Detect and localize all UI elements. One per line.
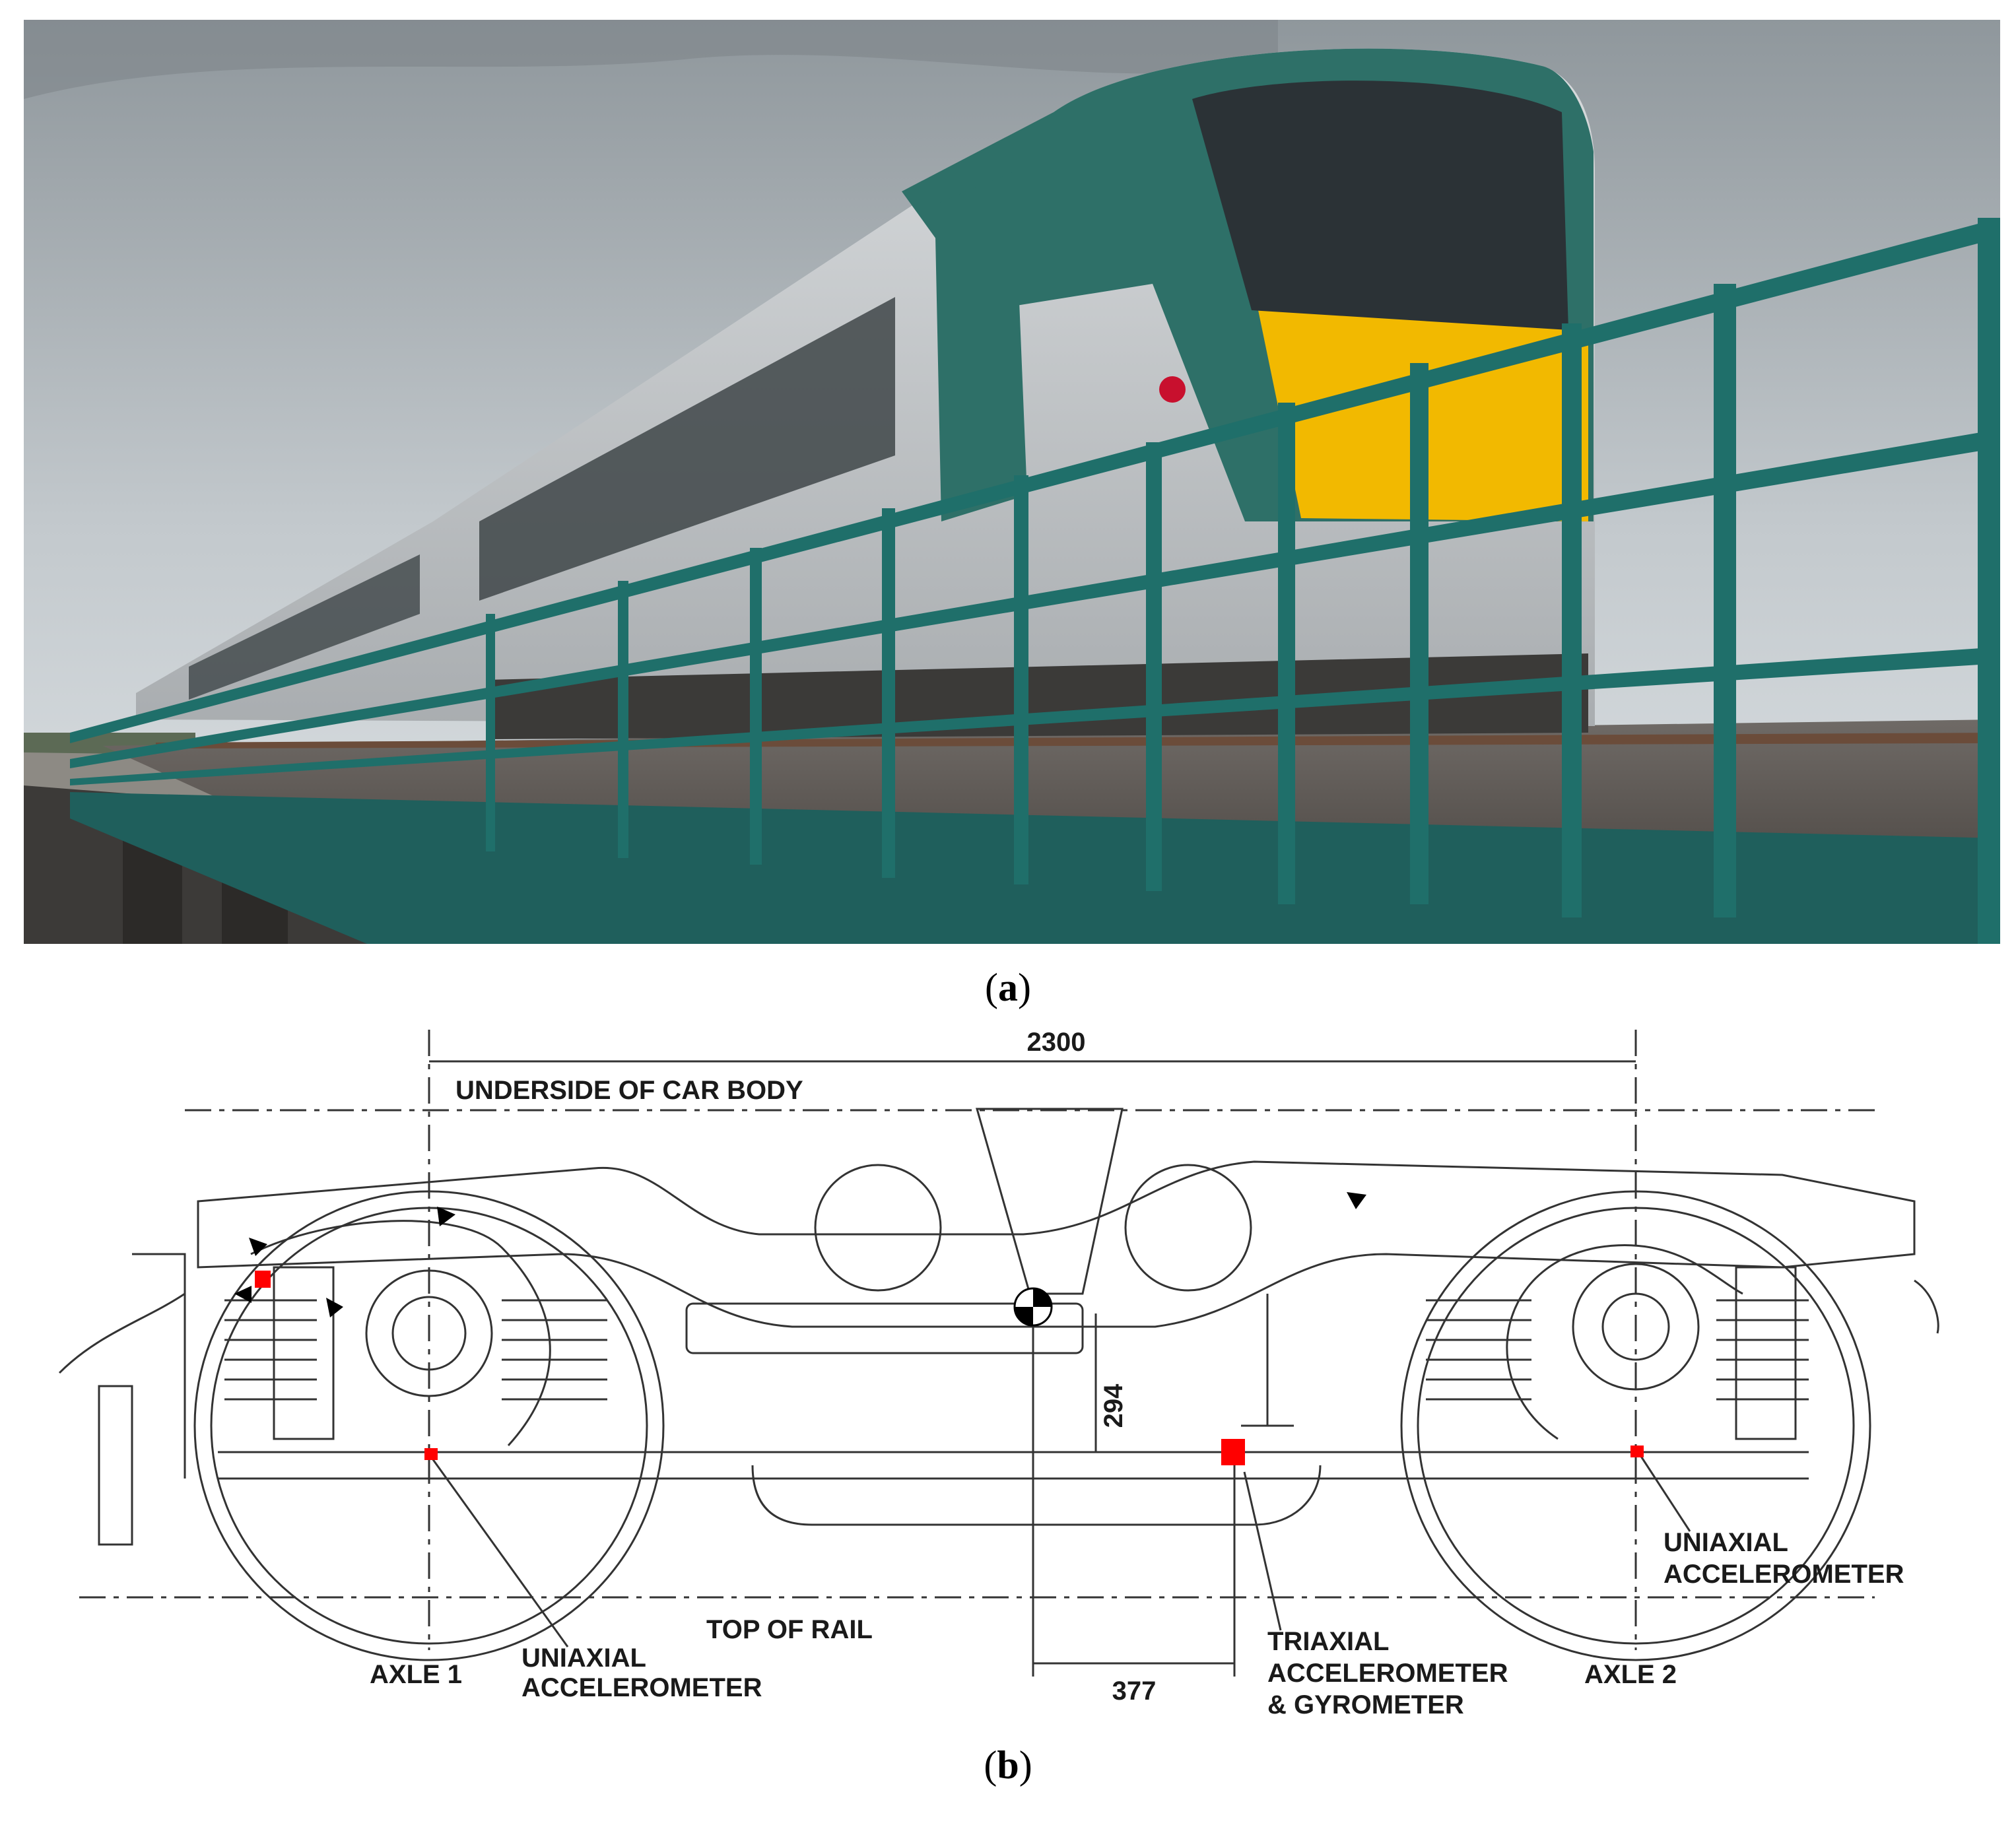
wheel-2	[1400, 1190, 1871, 1661]
uniaxial-left-line2: ACCELEROMETER	[521, 1673, 762, 1702]
sensor-marker-left-frame	[255, 1271, 271, 1288]
panel-b-caption: (b)	[984, 1743, 1032, 1787]
leader-triaxial	[1243, 1471, 1282, 1631]
train-door	[935, 172, 1027, 521]
horizontal-dimension-label: 377	[1112, 1677, 1157, 1706]
axle-box-2-inner	[1601, 1292, 1670, 1361]
train-windscreen	[1192, 81, 1568, 330]
sensor-marker-axle1	[424, 1448, 438, 1460]
uniaxial-right-line1: UNIAXIAL	[1663, 1528, 1788, 1557]
air-spring-left	[814, 1164, 942, 1292]
leader-uniaxial-left	[431, 1458, 569, 1647]
axle2-label: AXLE 2	[1584, 1660, 1677, 1689]
train-side-windows	[479, 297, 895, 601]
lower-beam	[218, 1451, 1809, 1480]
leader-uniaxial-right	[1639, 1455, 1691, 1532]
lifeguard-bracket	[98, 1253, 186, 1546]
primary-spring-0	[224, 1299, 317, 1401]
wheelbase-dimension-label: 2300	[1027, 1028, 1086, 1057]
vertical-dimension-label: 294	[1099, 1383, 1128, 1428]
bolster	[976, 1108, 1124, 1295]
primary-spring-3	[1716, 1299, 1809, 1401]
sensor-marker-axle2	[1630, 1446, 1644, 1457]
damper-left	[273, 1266, 335, 1440]
traction-rod	[685, 1302, 1084, 1354]
sensor-cable-2	[1506, 1244, 1743, 1440]
wheel-1-inner	[210, 1207, 648, 1645]
primary-spring-1	[502, 1299, 607, 1401]
cloud	[24, 20, 1278, 99]
wheel-1	[193, 1190, 665, 1661]
primary-spring-2	[1426, 1299, 1531, 1401]
triaxial-line2: ACCELEROMETER	[1267, 1659, 1508, 1688]
axle-box-1	[365, 1269, 493, 1397]
panel-a-label: a	[998, 966, 1018, 1009]
axle-box-2	[1572, 1263, 1700, 1391]
air-spring-right	[1124, 1164, 1252, 1292]
arrow-icon	[437, 1207, 455, 1226]
triaxial-line1: TRIAXIAL	[1267, 1627, 1389, 1656]
uniaxial-left-line1: UNIAXIAL	[521, 1644, 646, 1673]
direction-arrows	[234, 1192, 1366, 1317]
railing-kickplate	[70, 792, 2000, 944]
arrow-icon	[326, 1298, 343, 1317]
top-of-rail-label: TOP OF RAIL	[706, 1615, 873, 1644]
cable-left	[58, 1292, 185, 1374]
axle-box-1-inner	[391, 1296, 467, 1371]
bogie-frame	[197, 1160, 1916, 1328]
underside-of-car-body-label: UNDERSIDE OF CAR BODY	[455, 1076, 803, 1105]
sensor-cable-1	[250, 1220, 551, 1447]
railing-top	[70, 218, 2000, 743]
wheel-2-inner	[1417, 1207, 1855, 1645]
train-photo	[24, 20, 2000, 944]
sensor-marker-triaxial	[1221, 1439, 1245, 1465]
panel-b-label: b	[997, 1743, 1019, 1787]
damper-right	[1735, 1266, 1797, 1440]
panel-a-caption: (a)	[985, 966, 1031, 1009]
railing-mid	[70, 429, 2000, 768]
axle1-label: AXLE 1	[370, 1660, 462, 1689]
arrow-icon	[234, 1286, 252, 1303]
triaxial-line3: & GYROMETER	[1267, 1690, 1464, 1719]
arrow-icon	[1347, 1192, 1366, 1209]
triaxial-mount	[1241, 1294, 1294, 1427]
uniaxial-right-line2: ACCELEROMETER	[1663, 1560, 1904, 1589]
cable-right	[1914, 1279, 1939, 1334]
train-side-windows	[189, 554, 420, 700]
arrow-icon	[249, 1238, 267, 1256]
bogie-diagram: 2300 UNDERSIDE OF CAR BODY TOP OF RAIL A…	[58, 1028, 1939, 1719]
railing-posts	[486, 218, 2000, 944]
train-headlight	[1159, 376, 1186, 403]
centre-of-gravity-symbol	[1013, 1287, 1053, 1327]
railing-low	[70, 647, 2000, 785]
